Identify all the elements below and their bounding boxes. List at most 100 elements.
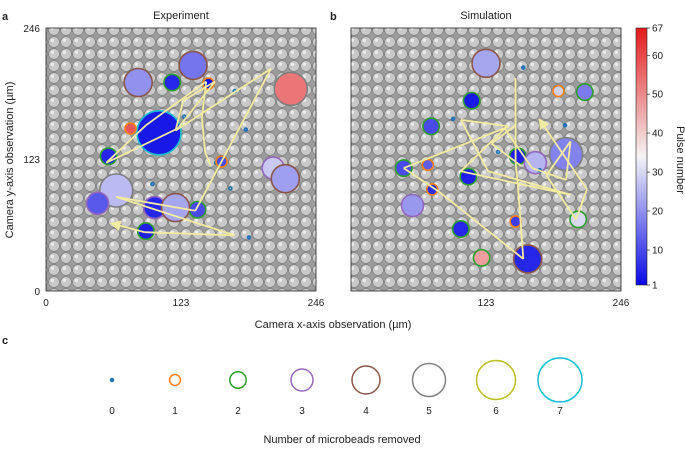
colorbar-ticks: 1 10 20 30 40 50 60 67 (647, 24, 664, 292)
trajectory-segment-b-19 (575, 189, 588, 220)
panel-letter-c: c (2, 335, 8, 347)
legend-marker-6 (475, 359, 517, 401)
trajectory-segment-a-6 (176, 80, 216, 130)
x-tick-0-a: 0 (43, 298, 49, 309)
colorbar-tick-label-7: 67 (652, 24, 664, 35)
trajectory-segment-b-14 (503, 127, 533, 169)
trajectory-segment-b-10 (460, 119, 489, 172)
legend-label-1: 1 (172, 406, 178, 417)
legend-marker-4 (351, 365, 381, 395)
panel-b-title: Simulation (460, 10, 511, 22)
x-tick-246-a: 246 (308, 298, 325, 309)
colorbar-tick-label-0: 1 (652, 281, 658, 292)
trajectory-segment-b-1 (490, 124, 517, 145)
y-axis-label: Camera y-axis observation (µm) (4, 82, 16, 239)
panel-b-trajectory (403, 78, 588, 260)
bead-marker-a-11 (228, 186, 233, 191)
trajectory-segment-b-12 (460, 170, 571, 196)
trajectory-segment-a-11 (116, 196, 196, 212)
legend-marker-0 (109, 377, 115, 383)
bead-marker-a-22 (270, 163, 301, 194)
legend-marker-5 (411, 362, 447, 398)
panel-b-frame (350, 27, 622, 292)
colorbar: 1 10 20 30 40 50 60 67 Pulse number (635, 24, 685, 292)
bead-marker-b-20 (575, 83, 594, 102)
trajectory-segment-a-8 (174, 100, 185, 131)
colorbar-tick-label-5: 50 (652, 90, 664, 101)
x-axis-label: Camera x-axis observation (µm) (255, 319, 412, 331)
panel-a-title: Experiment (153, 10, 209, 22)
colorbar-tick-label-1: 10 (652, 246, 664, 257)
legend-marker-1 (168, 373, 182, 387)
trajectory-segment-b-6 (438, 190, 524, 260)
bead-marker-a-23 (85, 191, 110, 216)
bead-marker-a-0 (136, 110, 182, 156)
colorbar-gradient (635, 27, 648, 286)
trajectory-segment-a-3 (145, 80, 207, 127)
bead-marker-b-3 (462, 91, 481, 110)
trajectory-segment-b-18 (545, 174, 577, 220)
legend-label-0: 0 (109, 406, 115, 417)
panel-a: a Experiment 246 123 0 0 123 246 Camera … (2, 10, 325, 309)
trajectory-segment-b-5 (516, 184, 525, 259)
bead-marker-b-19 (495, 149, 501, 155)
legend-label-4: 4 (363, 406, 369, 417)
trajectory-segment-b-20 (538, 118, 588, 190)
trajectory-segment-a-0 (204, 151, 212, 167)
bead-marker-a-12 (243, 127, 249, 132)
legend-label-3: 3 (299, 406, 305, 417)
x-tick-123-a: 123 (173, 298, 190, 309)
panel-b-markers (394, 48, 594, 274)
bead-marker-b-4 (422, 117, 441, 136)
bead-marker-b-18 (450, 116, 456, 122)
bead-marker-b-14 (512, 244, 543, 274)
panel-letter-b: b (330, 11, 337, 23)
x-tick-246-b: 246 (613, 298, 630, 309)
bead-marker-a-7 (150, 181, 155, 187)
colorbar-tick-label-3: 30 (652, 168, 664, 179)
bead-marker-a-13 (178, 50, 208, 81)
legend-marker-2 (229, 371, 247, 389)
bead-marker-a-17 (163, 73, 182, 92)
trajectory-segment-a-12 (115, 196, 236, 237)
legend-label-7: 7 (557, 406, 563, 417)
bead-marker-a-8 (246, 235, 252, 240)
legend-label-5: 5 (426, 406, 432, 417)
colorbar-tick-label-6: 60 (652, 51, 664, 62)
bead-marker-a-15 (182, 114, 187, 119)
bead-marker-a-16 (123, 67, 153, 98)
bead-marker-b-11 (562, 123, 568, 128)
panel-a-trajectory (105, 67, 272, 237)
bead-marker-a-21 (273, 71, 309, 107)
y-tick-246-a: 246 (23, 24, 40, 35)
panel-a-frame (45, 27, 317, 292)
trajectory-segment-a-1 (201, 117, 206, 153)
bead-marker-a-2 (124, 122, 137, 135)
trajectory-segment-a-4 (105, 124, 147, 164)
trajectory-segment-a-14 (109, 220, 146, 234)
colorbar-tick-label-4: 40 (652, 129, 664, 140)
panel-c: c 0 1 2 3 4 5 6 7 Number of microbeads removed (2, 335, 583, 446)
trajectory-segment-b-9 (460, 119, 510, 128)
colorbar-label: Pulse number (674, 126, 685, 194)
legend-xlabel: Number of microbeads removed (263, 434, 420, 446)
panel-b: b Simulation 123 246 (330, 10, 630, 309)
legend-marker-7 (537, 357, 583, 403)
bead-marker-b-2 (520, 65, 526, 70)
legend-label-2: 2 (235, 406, 241, 417)
size-legend: 0 1 2 3 4 5 6 7 (109, 357, 583, 417)
bead-marker-b-17 (400, 193, 425, 218)
x-tick-123-b: 123 (478, 298, 495, 309)
trajectory-segment-a-9 (175, 67, 272, 132)
bead-marker-b-7 (451, 220, 470, 239)
legend-marker-3 (290, 368, 314, 392)
colorbar-tick-label-2: 20 (652, 207, 664, 218)
trajectory-segment-b-17 (545, 140, 572, 177)
legend-label-6: 6 (493, 406, 499, 417)
trajectory-segment-a-10 (194, 68, 272, 212)
bead-marker-b-5 (425, 183, 439, 196)
trajectory-segment-a-7 (182, 80, 216, 102)
bead-marker-b-1 (471, 48, 501, 79)
panel-letter-a: a (2, 11, 9, 23)
